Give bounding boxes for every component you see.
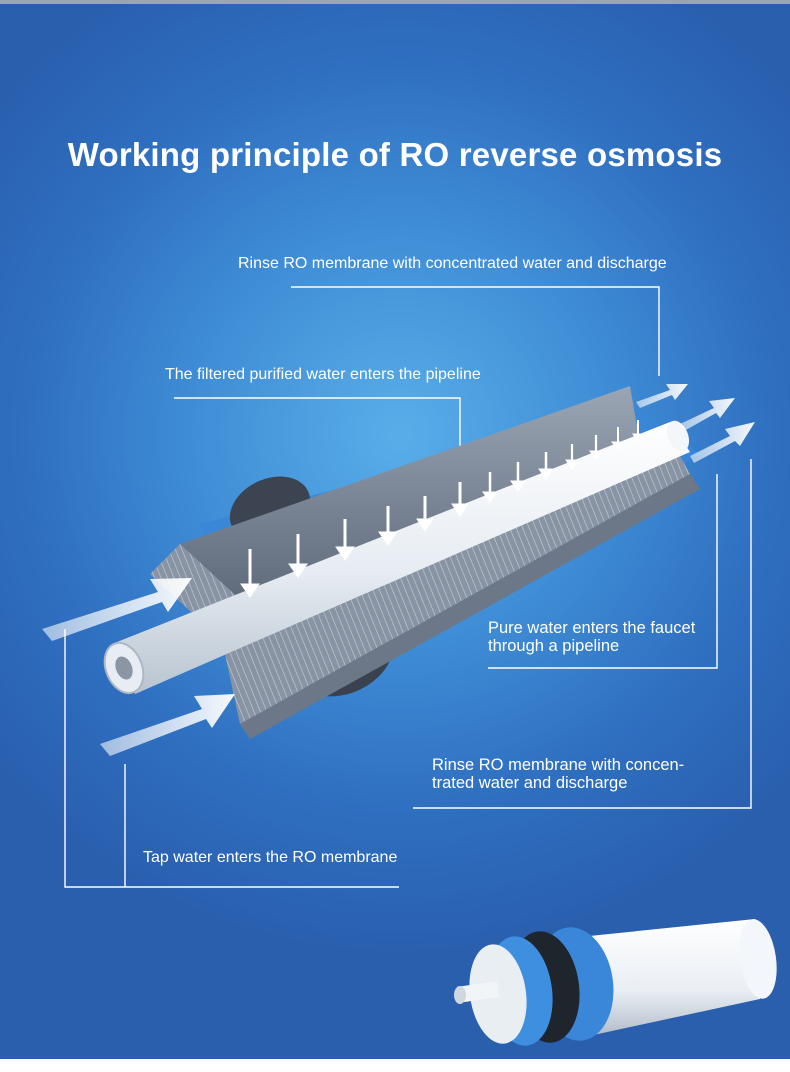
- down-arrow: [416, 496, 434, 532]
- callout-line-rinse-mid: [413, 459, 752, 809]
- label-tap: Tap water enters the RO membrane: [143, 849, 398, 866]
- down-arrow: [451, 482, 469, 517]
- callout-line-pure: [488, 474, 718, 669]
- label-filtered: The filtered purified water enters the p…: [165, 366, 481, 383]
- cartridge-body: [560, 919, 769, 1039]
- membrane-sheet-lower-edge: [240, 474, 700, 739]
- down-arrow: [482, 472, 498, 503]
- down-arrow: [288, 534, 308, 578]
- cartridge-end-cap: [739, 919, 777, 999]
- inlet-arrow-lower: [100, 694, 235, 756]
- down-arrow: [611, 427, 625, 451]
- down-arrow: [589, 435, 603, 461]
- label-pure-line1: Pure water enters the faucet: [488, 619, 696, 637]
- top-border: [0, 0, 790, 4]
- label-rinse-mid-line2: trated water and discharge: [432, 774, 628, 792]
- down-arrow: [240, 549, 260, 598]
- down-arrow: [632, 420, 644, 443]
- label-rinse-mid-line1: Rinse RO membrane with concen-: [432, 756, 685, 774]
- cartridge-nozzle: [457, 981, 499, 1003]
- label-pure-line2: through a pipeline: [488, 637, 620, 655]
- membrane-sheet-upper: [180, 386, 640, 604]
- outlet-arrow-3: [690, 422, 755, 463]
- outlet-arrows: [636, 384, 755, 463]
- ro-illustration: [42, 286, 777, 1046]
- callout-line-tap: [64, 629, 399, 888]
- ro-cartridge: [454, 919, 777, 1046]
- center-pipe: [112, 422, 690, 694]
- callout-line-rinse-top: [291, 286, 660, 376]
- inlet-arrows: [42, 578, 235, 756]
- outlet-arrow-2: [680, 398, 735, 431]
- down-arrow: [510, 462, 526, 492]
- pipe-bore: [115, 656, 133, 680]
- cartridge-nozzle-tip: [454, 986, 466, 1004]
- down-arrow: [538, 452, 554, 480]
- page-title: Working principle of RO reverse osmosis: [67, 136, 723, 173]
- label-rinse-top: Rinse RO membrane with concentrated wate…: [238, 255, 667, 272]
- ro-membrane-roll: [103, 386, 700, 739]
- outlet-arrow-1: [636, 384, 688, 408]
- down-arrow: [565, 444, 579, 470]
- inlet-arrow-upper: [42, 578, 192, 641]
- diagram-canvas: Working principle of RO reverse osmosis …: [0, 4, 790, 1059]
- down-arrow: [378, 506, 398, 546]
- permeate-arrows: [240, 420, 644, 598]
- down-arrow: [335, 519, 355, 561]
- membrane-sheet-lower: [225, 456, 690, 724]
